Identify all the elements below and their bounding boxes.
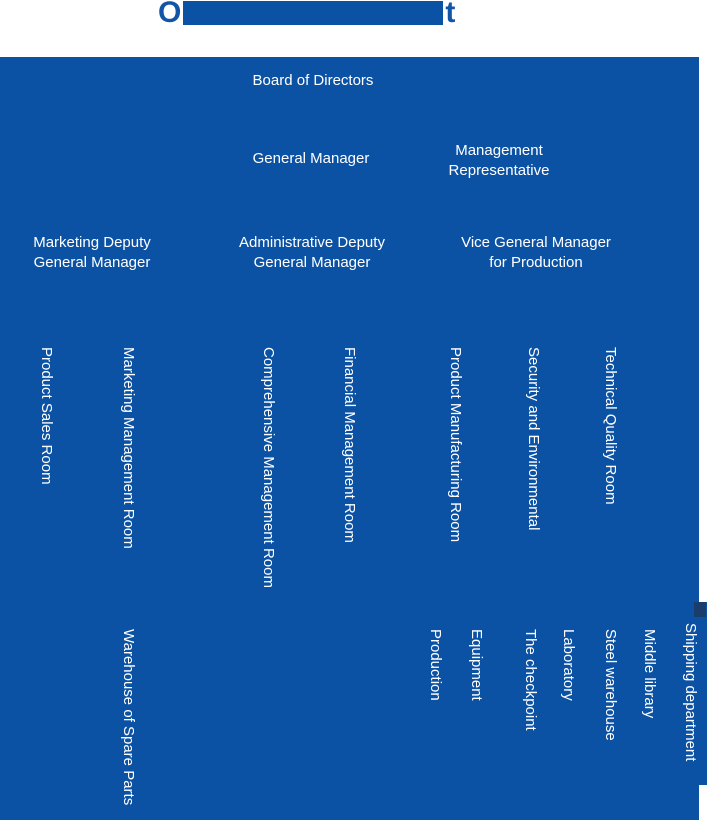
node-marketing-deputy-general-manager: Marketing Deputy General Manager — [33, 234, 151, 271]
title-redaction-overlay — [183, 1, 444, 25]
node-general-manager: General Manager — [252, 150, 370, 167]
node-steel-warehouse: Steel warehouse — [602, 629, 619, 741]
node-warehouse-of-spare-parts: Warehouse of Spare Parts — [120, 629, 137, 806]
chart-background — [0, 57, 699, 820]
node-shipping-department: Shipping department — [682, 623, 699, 762]
node-comprehensive-management-room: Comprehensive Management Room — [260, 347, 277, 588]
node-technical-quality-room: Technical Quality Room — [602, 347, 619, 505]
node-vice-general-manager-production: Vice General Manager for Production — [461, 234, 611, 271]
title-visible-prefix: O — [158, 0, 182, 29]
dark-corner-square — [694, 602, 706, 617]
node-management-representative: Management Representative — [448, 142, 550, 179]
node-security-and-environmental: Security and Environmental — [525, 347, 542, 531]
node-middle-library: Middle library — [641, 629, 658, 719]
node-administrative-deputy-general-manager: Administrative Deputy General Manager — [239, 234, 385, 271]
node-product-manufacturing-room: Product Manufacturing Room — [447, 347, 464, 543]
node-board-of-directors: Board of Directors — [252, 72, 374, 89]
chart-background-extension — [697, 602, 707, 785]
node-production: Production — [427, 629, 444, 701]
node-the-checkpoint: The checkpoint — [522, 629, 539, 731]
page-title: O t — [158, 0, 455, 28]
title-visible-suffix: t — [445, 0, 456, 29]
node-laboratory: Laboratory — [560, 629, 577, 701]
node-product-sales-room: Product Sales Room — [38, 347, 55, 485]
node-equipment: Equipment — [468, 629, 485, 701]
node-financial-management-room: Financial Management Room — [341, 347, 358, 543]
node-marketing-management-room: Marketing Management Room — [120, 347, 137, 549]
